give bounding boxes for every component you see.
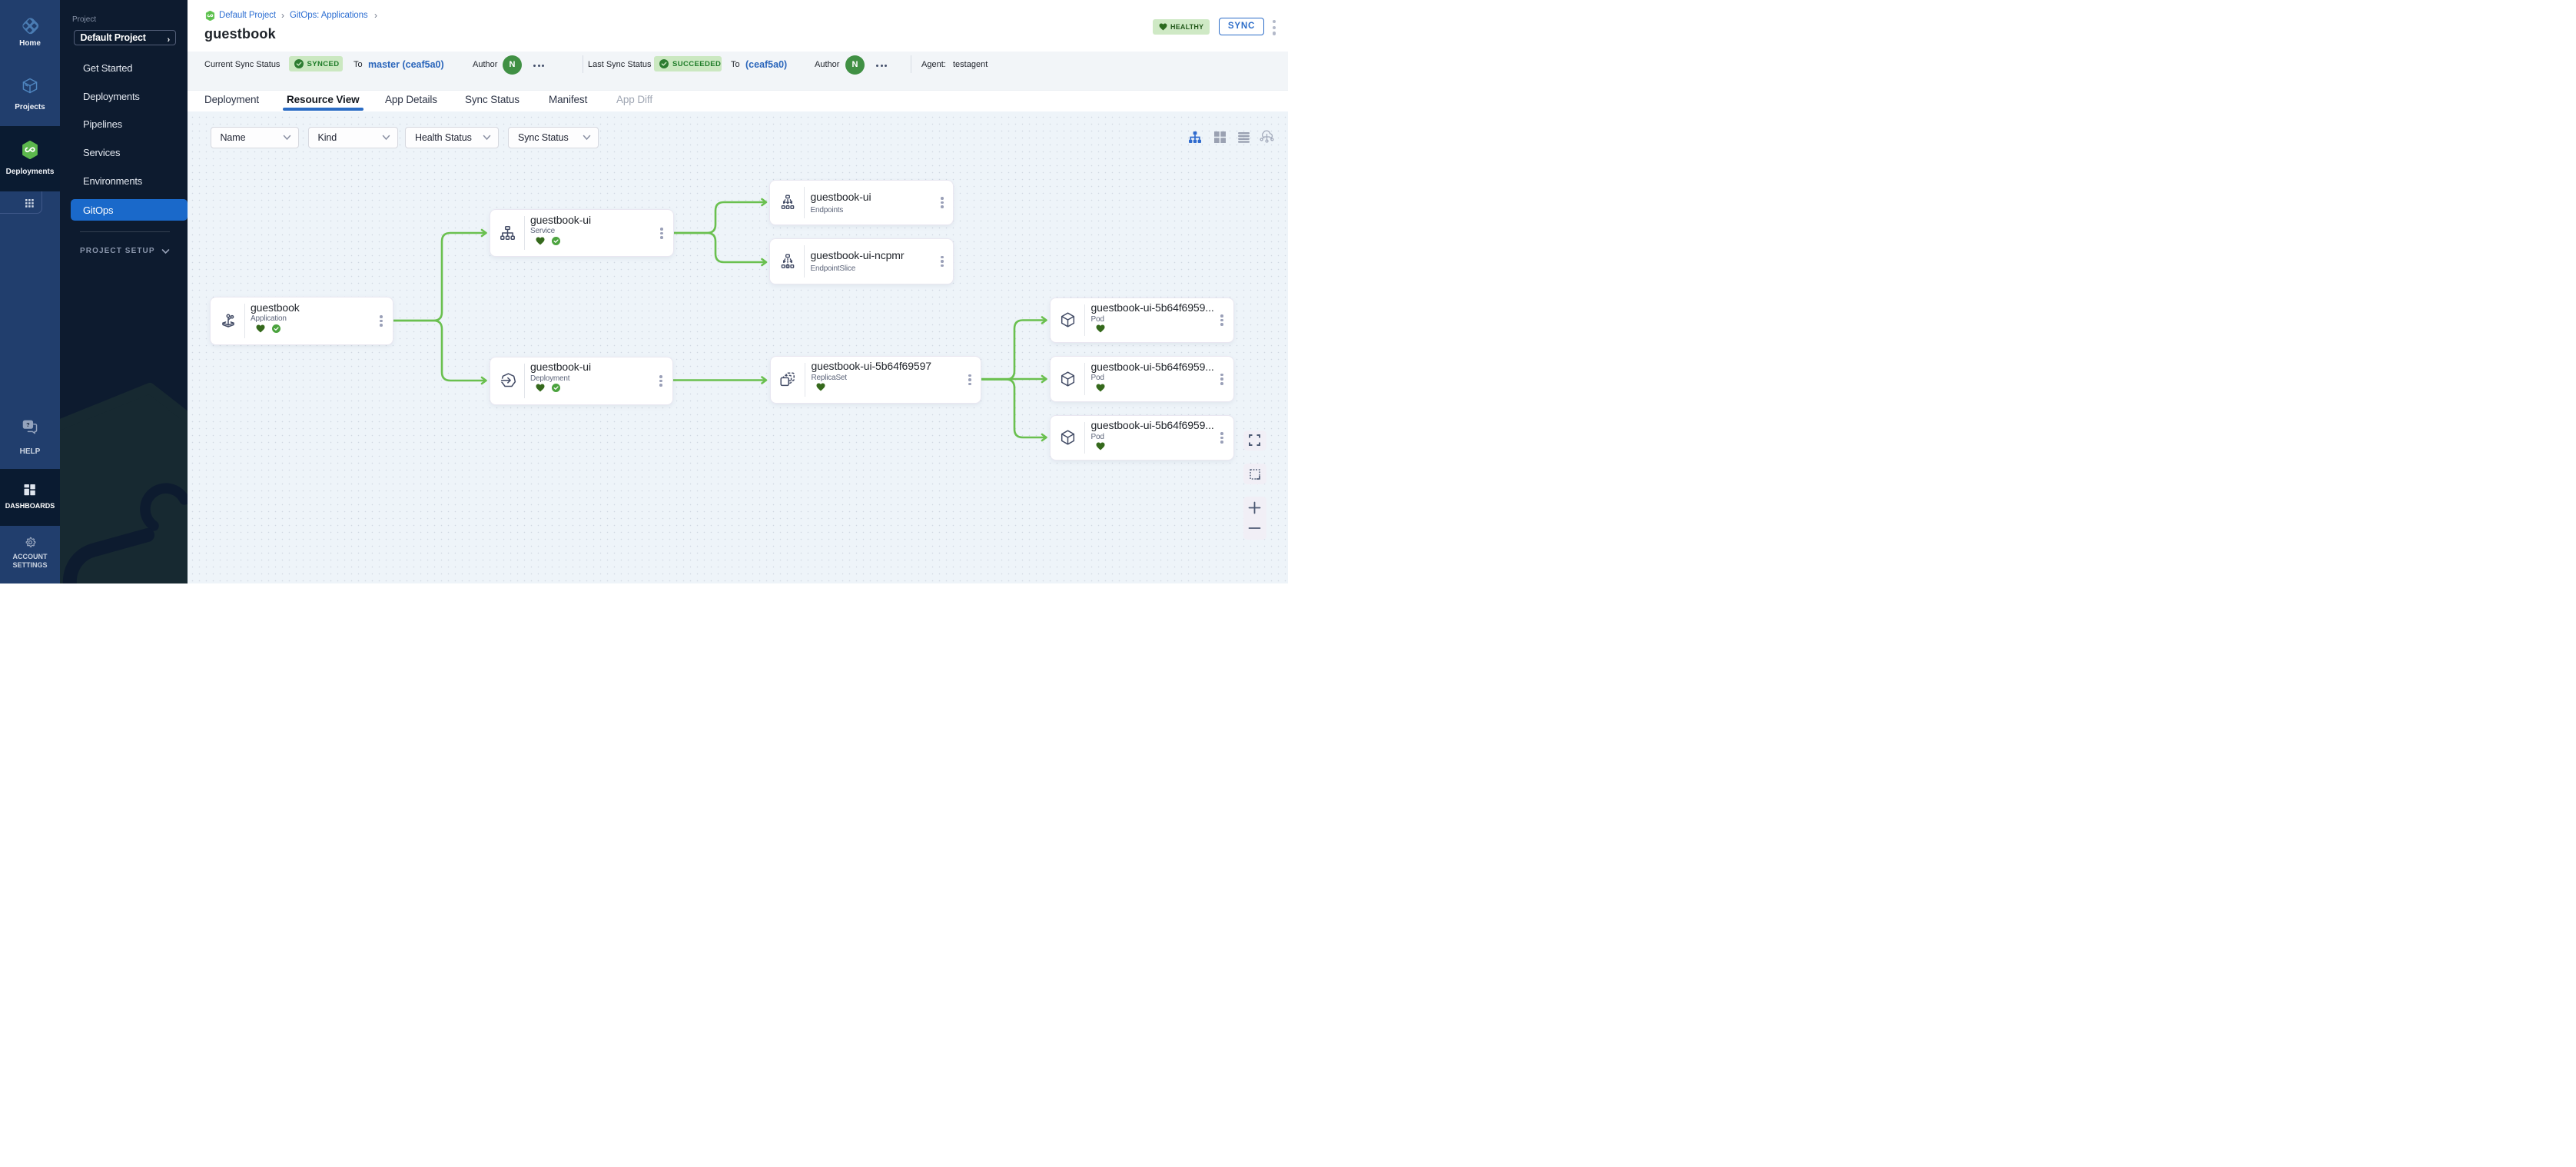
svg-text:?: ?	[26, 421, 30, 428]
